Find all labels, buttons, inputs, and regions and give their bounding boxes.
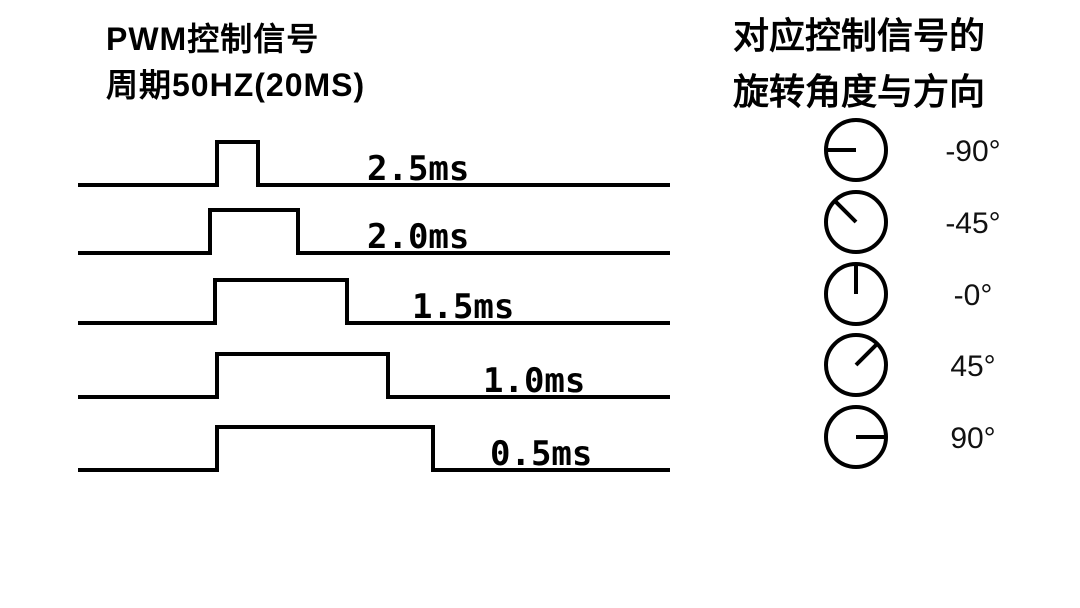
dial-needle-icon [833,199,858,224]
waveform-row: 1.5ms [78,278,670,327]
pwm-pulse-trace [78,140,670,187]
dial-icon [824,333,888,397]
rotation-angle-label: -0° [954,279,993,312]
pwm-pulse-trace [78,278,670,325]
servo-angle-title-line2: 旋转角度与方向 [733,71,986,112]
waveform-row: 0.5ms [78,425,670,474]
rotation-angle-label: -45° [945,207,1000,240]
pwm-title-block: PWM控制信号 周期50HZ(20MS) [106,16,365,108]
dial-row: 90° [824,405,996,469]
rotation-angle-label: 45° [950,350,995,383]
dial-row: -45° [824,190,1001,254]
waveform-row: 2.5ms [78,140,670,189]
pwm-pulse-trace [78,352,670,399]
pulse-width-label: 2.5ms [367,149,469,189]
rotation-angle-label: 90° [950,422,995,455]
pulse-width-label: 1.0ms [483,361,585,401]
pulse-width-label: 0.5ms [490,434,592,474]
dial-row: -90° [824,118,1001,182]
rotation-angle-label: -90° [945,135,1000,168]
pwm-title-line1: PWM控制信号 [106,21,320,57]
dial-icon [824,190,888,254]
pwm-pulse-trace [78,208,670,255]
waveform-row: 2.0ms [78,208,670,257]
dial-row: -0° [824,262,993,326]
pulse-width-label: 2.0ms [367,217,469,257]
dial-needle-icon [854,342,879,367]
servo-angle-title-line1: 对应控制信号的 [733,15,986,56]
dial-row: 45° [824,333,996,397]
waveform-row: 1.0ms [78,352,670,401]
pwm-pulse-trace [78,425,670,472]
pwm-title-line2: 周期50HZ(20MS) [106,67,366,103]
servo-angle-title-block: 对应控制信号的 旋转角度与方向 [733,8,985,120]
pulse-width-label: 1.5ms [412,287,514,327]
